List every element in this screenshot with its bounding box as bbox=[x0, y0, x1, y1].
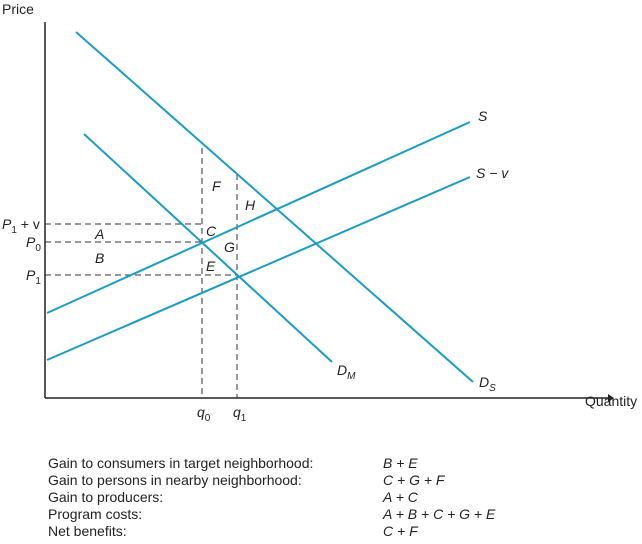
y-axis-label: Price bbox=[2, 1, 34, 17]
legend-label: Program costs: bbox=[48, 506, 143, 522]
area-h-label: H bbox=[245, 197, 256, 213]
q1-label: q1 bbox=[233, 404, 247, 424]
demand-s-curve bbox=[75, 31, 474, 383]
legend-label: Gain to producers: bbox=[48, 489, 164, 505]
legend-label: Gain to persons in nearby neighborhood: bbox=[48, 472, 302, 488]
area-c-label: C bbox=[206, 223, 217, 239]
legend-value: C + F bbox=[383, 523, 418, 539]
supply-minus-v-label: S − v bbox=[476, 165, 509, 181]
supply-curve bbox=[46, 121, 471, 314]
economics-diagram: Price Quantity P1 + v P0 P1 q0 q1 S S − … bbox=[2, 1, 637, 424]
legend-label: Gain to consumers in target neighborhood… bbox=[48, 455, 314, 471]
area-e-label: E bbox=[206, 258, 216, 274]
area-f-label: F bbox=[212, 178, 222, 194]
curves bbox=[46, 31, 474, 383]
area-a-label: A bbox=[94, 226, 104, 242]
demand-m-curve bbox=[83, 133, 333, 363]
legend-row: Gain to consumers in target neighborhood… bbox=[48, 455, 495, 472]
q0-label: q0 bbox=[197, 404, 211, 424]
x-axis-arrow bbox=[608, 394, 614, 402]
area-g-label: G bbox=[224, 239, 235, 255]
p1-label: P1 bbox=[26, 267, 41, 287]
legend-label: Net benefits: bbox=[48, 523, 127, 539]
demand-m-label: DM bbox=[337, 362, 356, 382]
legend-row: Net benefits: C + F bbox=[48, 523, 495, 540]
legend-row: Gain to persons in nearby neighborhood: … bbox=[48, 472, 495, 489]
legend: Gain to consumers in target neighborhood… bbox=[48, 455, 495, 540]
legend-value: A + C bbox=[383, 489, 418, 505]
demand-s-label: DS bbox=[479, 374, 496, 394]
legend-row: Program costs: A + B + C + G + E bbox=[48, 506, 495, 523]
supply-minus-v-curve bbox=[46, 176, 471, 361]
area-b-label: B bbox=[95, 250, 104, 266]
legend-value: C + G + F bbox=[383, 472, 445, 488]
dashed-guides bbox=[45, 148, 238, 398]
legend-row: Gain to producers: A + C bbox=[48, 489, 495, 506]
p1-plus-v-label: P1 + v bbox=[2, 216, 40, 236]
legend-value: A + B + C + G + E bbox=[383, 506, 496, 522]
legend-value: B + E bbox=[383, 455, 418, 471]
supply-label: S bbox=[478, 108, 488, 124]
p0-label: P0 bbox=[26, 234, 41, 254]
x-axis-label: Quantity bbox=[585, 393, 637, 409]
